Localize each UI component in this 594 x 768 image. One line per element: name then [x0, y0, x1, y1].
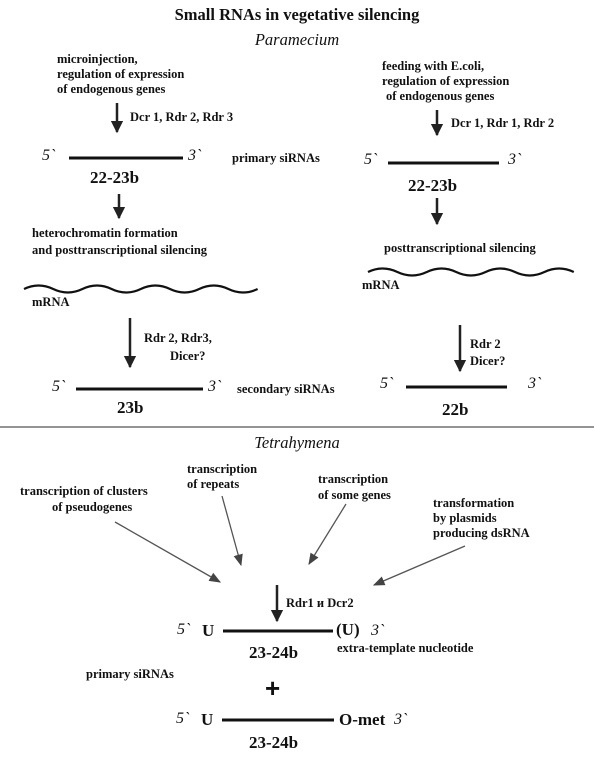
secondary-sirnas-label: secondary siRNAs [237, 382, 335, 396]
paramecium-heading: Paramecium [254, 30, 340, 49]
right-input-line-3: of endogenous genes [386, 89, 495, 103]
source-plasmids-line-3: producing dsRNA [433, 526, 530, 540]
left-mrna-wave [23, 284, 259, 294]
left-enzymes-1: Dcr 1, Rdr 2, Rdr 3 [130, 110, 234, 124]
tetra-five-prime-1: 5` [177, 621, 191, 638]
right-enzymes-2-line-1: Rdr 2 [470, 337, 501, 351]
source-pseudogenes-line-1: transcription of clusters [20, 484, 148, 498]
source-genes-line-1: transcription [318, 472, 389, 486]
tetra-u-end: (U) [336, 620, 360, 639]
right-length-2: 22b [442, 400, 469, 419]
figure-title: Small RNAs in vegetative silencing [174, 5, 420, 24]
right-process: posttranscriptional silencing [384, 241, 536, 255]
left-process-line-1: heterochromatin formation [32, 226, 178, 240]
left-length-1: 22-23b [90, 168, 140, 187]
left-enzymes-2-line-2: Dicer? [170, 349, 206, 363]
right-mrna-label: mRNA [362, 278, 400, 292]
right-mrna-wave [367, 267, 575, 277]
source-repeats-line-1: transcription [187, 462, 258, 476]
left-three-prime-2: 3` [208, 378, 222, 395]
left-three-prime-1: 3` [188, 147, 202, 164]
left-process-line-2: and posttranscriptional silencing [32, 243, 208, 257]
right-input-line-2: regulation of expression [382, 74, 510, 88]
right-three-prime-1: 3` [508, 151, 522, 168]
arrow-from-genes [308, 503, 347, 565]
right-enzymes-1: Dcr 1, Rdr 1, Rdr 2 [451, 116, 555, 130]
tetra-u-start-2: U [201, 710, 214, 729]
source-genes-line-2: of some genes [318, 488, 391, 502]
tetrahymena-enzymes: Rdr1 и Dcr2 [286, 596, 354, 610]
left-five-prime-1: 5` [42, 147, 56, 164]
tetra-u-start-1: U [202, 621, 215, 640]
left-five-prime-2: 5` [52, 378, 66, 395]
primary-sirnas-label: primary siRNAs [232, 151, 320, 165]
left-length-2: 23b [117, 398, 144, 417]
right-three-prime-2: 3` [528, 375, 542, 392]
right-length-1: 22-23b [408, 176, 458, 195]
arrow-from-repeats [221, 495, 243, 567]
tetra-three-prime-2: 3` [394, 711, 408, 728]
arrow-from-pseudogenes [114, 521, 222, 583]
tetra-five-prime-2: 5` [176, 710, 190, 727]
plus-sign: + [265, 673, 281, 703]
left-input-line-1: microinjection, [57, 52, 138, 66]
source-plasmids-line-2: by plasmids [433, 511, 497, 525]
source-repeats-line-2: of repeats [187, 477, 240, 491]
source-pseudogenes-line-2: of pseudogenes [52, 500, 133, 514]
left-input-line-3: of endogenous genes [57, 82, 166, 96]
left-enzymes-2-line-1: Rdr 2, Rdr3, [144, 331, 212, 345]
source-plasmids-line-1: transformation [433, 496, 515, 510]
extra-template-label: extra-template nucleotide [337, 641, 474, 655]
tetra-three-prime-1: 3` [371, 622, 385, 639]
tetra-length-2: 23-24b [249, 733, 299, 752]
tetrahymena-heading: Tetrahymena [254, 433, 340, 452]
right-five-prime-2: 5` [380, 375, 394, 392]
left-input-line-2: regulation of expression [57, 67, 185, 81]
tetra-length-1: 23-24b [249, 643, 299, 662]
right-input-line-1: feeding with E.coli, [382, 59, 485, 73]
left-mrna-label: mRNA [32, 295, 70, 309]
tetra-primary-sirnas-label: primary siRNAs [86, 667, 174, 681]
arrow-from-plasmids [372, 545, 466, 586]
right-five-prime-1: 5` [364, 151, 378, 168]
o-met-label: O-met [339, 710, 386, 729]
right-enzymes-2-line-2: Dicer? [470, 354, 506, 368]
